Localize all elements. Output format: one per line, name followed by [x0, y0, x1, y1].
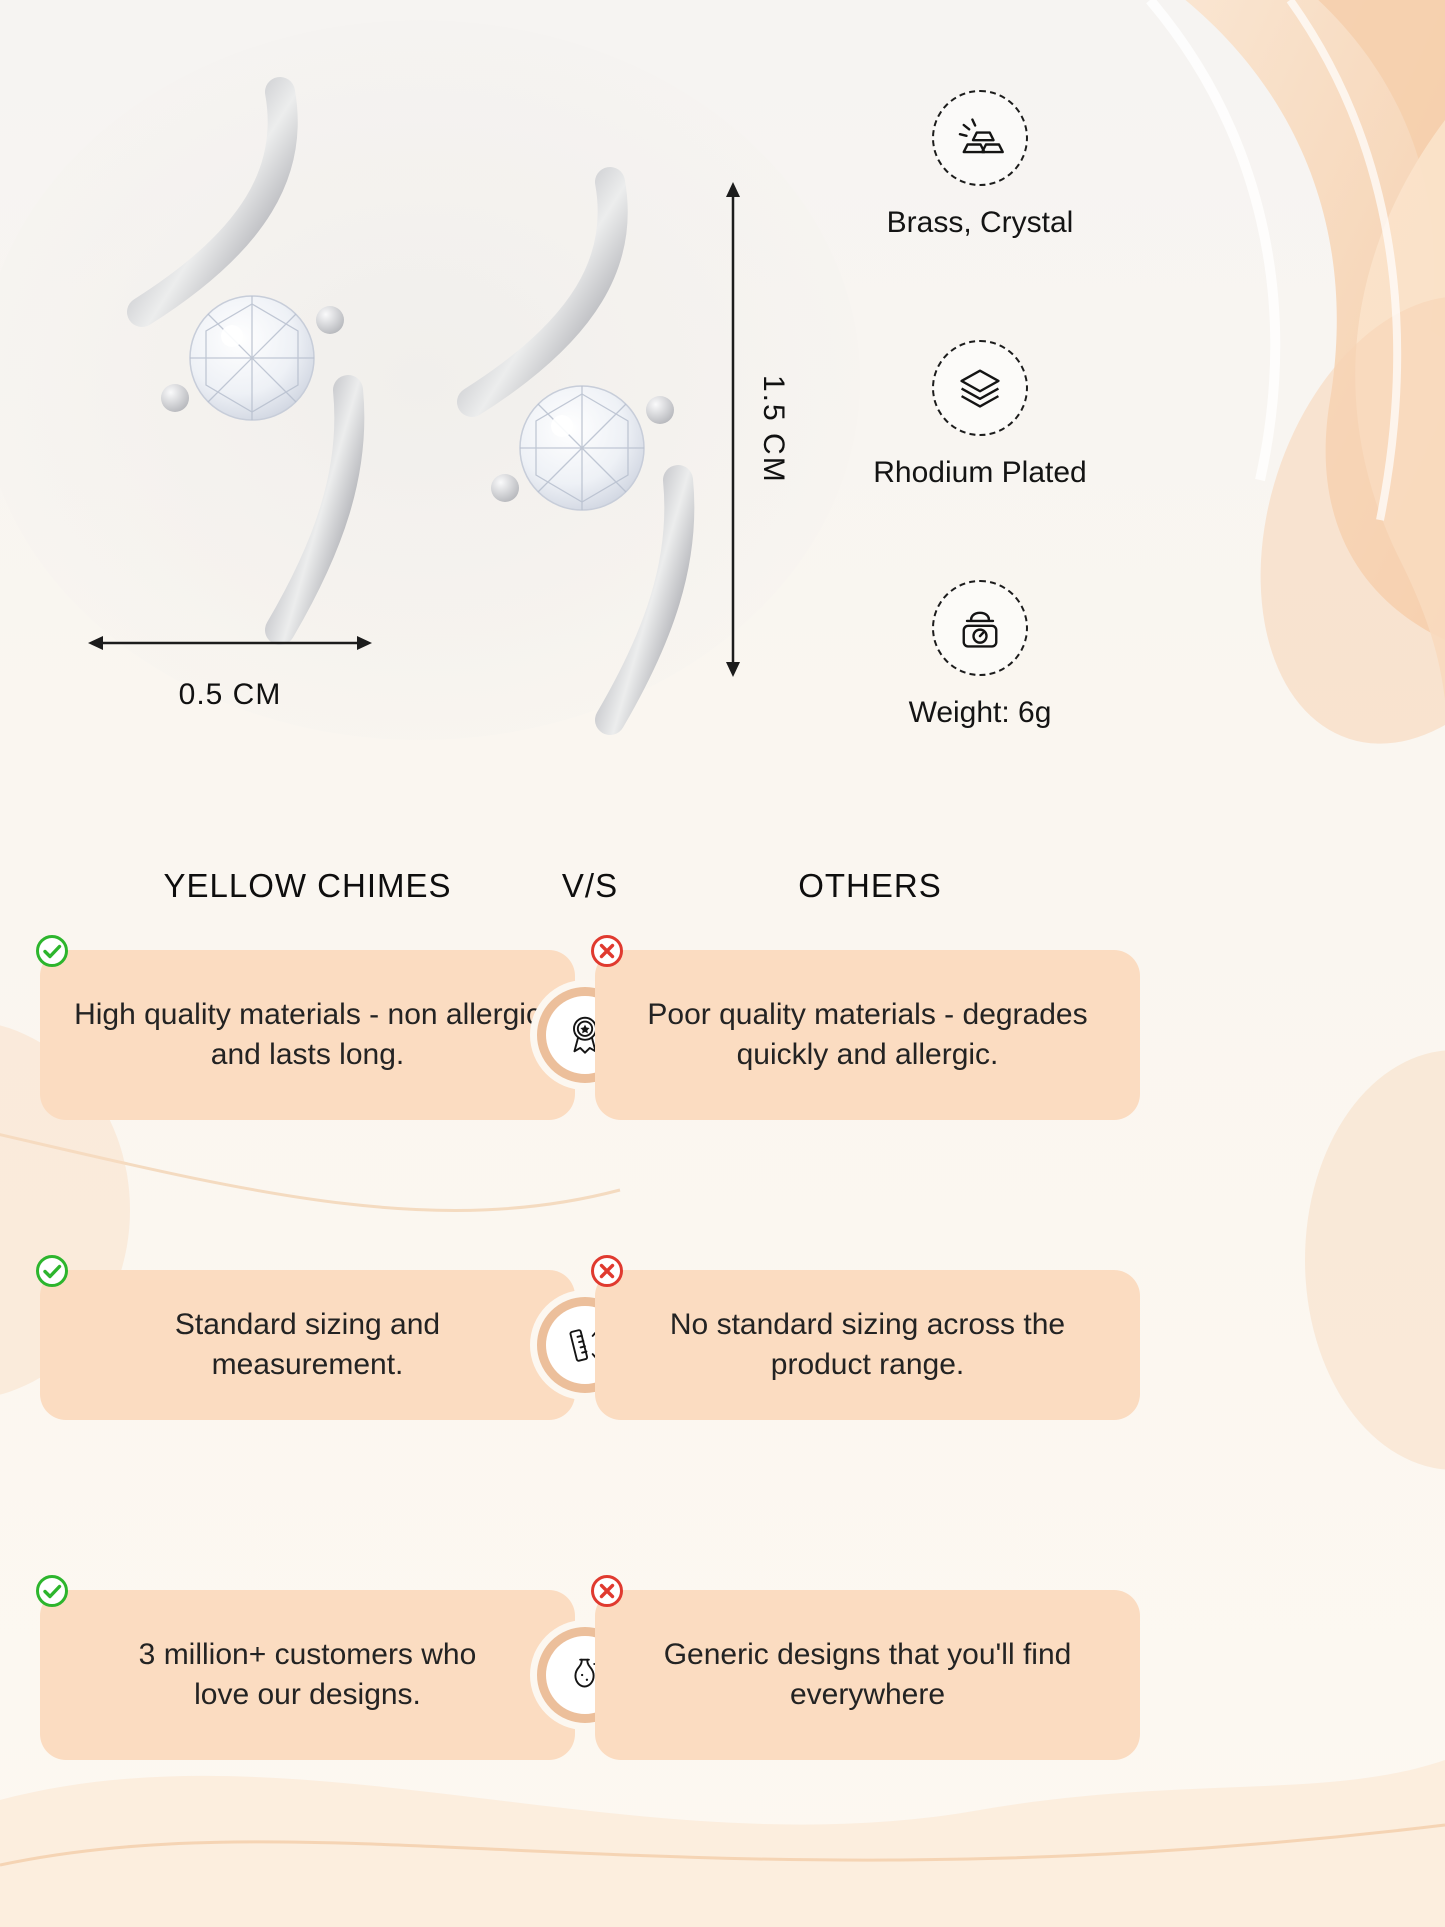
gold-bars-icon: [932, 90, 1028, 186]
comparison-row: Standard sizing and measurement. No stan…: [0, 1255, 1445, 1420]
layers-icon: [932, 340, 1028, 436]
height-label: 1.5 CM: [757, 375, 790, 484]
vs-label: V/S: [561, 867, 619, 904]
height-arrow: [726, 182, 740, 677]
check-icon: [36, 1575, 68, 1607]
feature-material: Brass, Crystal: [828, 90, 1132, 240]
width-arrow: [88, 636, 372, 650]
others-point: Poor quality materials - degrades quickl…: [647, 997, 1088, 1071]
feature-weight-label: Weight: 6g: [908, 696, 1052, 729]
others-header: OTHERS: [798, 867, 942, 904]
comparison-row: High quality materials - non allergic an…: [0, 935, 1445, 1120]
cross-icon: [591, 935, 623, 967]
others-point: Generic designs that you'll find everywh…: [663, 1637, 1072, 1711]
brand-point: Standard sizing and measurement.: [174, 1307, 441, 1381]
weighing-scale-icon: [932, 580, 1028, 676]
feature-plating-label: Rhodium Plated: [873, 456, 1087, 489]
comparison-section: YELLOW CHIMES V/S OTHERS High quality ma…: [0, 855, 1445, 1927]
earrings-illustration: [50, 55, 800, 785]
cross-icon: [591, 1575, 623, 1607]
others-point-box: Generic designs that you'll find everywh…: [591, 1575, 1140, 1760]
width-label: 0.5 CM: [178, 678, 282, 711]
others-point-box: No standard sizing across the product ra…: [591, 1255, 1140, 1420]
check-icon: [36, 1255, 68, 1287]
others-point-box: Poor quality materials - degrades quickl…: [591, 935, 1140, 1120]
brand-header: YELLOW CHIMES: [163, 867, 452, 904]
feature-material-label: Brass, Crystal: [886, 206, 1074, 239]
earrings-photo: [50, 55, 800, 785]
feature-weight: Weight: 6g: [828, 580, 1132, 730]
brand-point: High quality materials - non allergic an…: [74, 997, 541, 1071]
brand-point: 3 million+ customers who love our design…: [138, 1637, 477, 1711]
cross-icon: [591, 1255, 623, 1287]
brand-point-box: High quality materials - non allergic an…: [36, 935, 575, 1120]
feature-plating: Rhodium Plated: [828, 340, 1132, 490]
check-icon: [36, 935, 68, 967]
comparison-row: 3 million+ customers who love our design…: [0, 1575, 1445, 1760]
brand-point-box: 3 million+ customers who love our design…: [36, 1575, 575, 1760]
brand-point-box: Standard sizing and measurement.: [36, 1255, 575, 1420]
others-point: No standard sizing across the product ra…: [669, 1307, 1066, 1381]
